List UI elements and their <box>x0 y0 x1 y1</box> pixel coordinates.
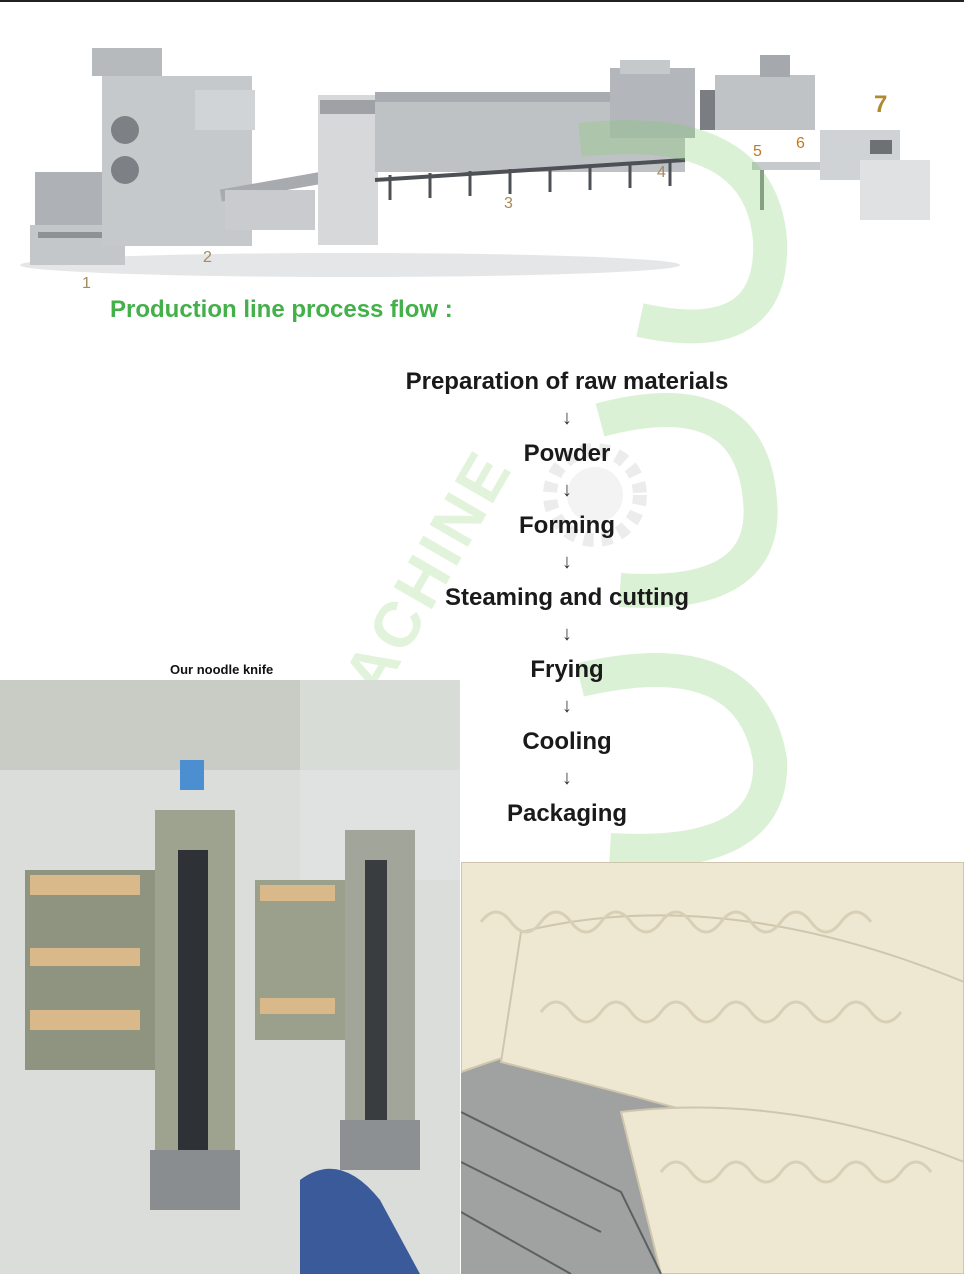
packaging-machine <box>752 130 930 220</box>
top-border <box>0 0 964 2</box>
noodle-knife-photo <box>0 680 460 1274</box>
station-number-4: 4 <box>657 164 666 181</box>
flow-arrow-icon: ↓ <box>562 407 572 429</box>
flow-arrow-icon: ↓ <box>562 623 572 645</box>
flow-step-cooling: Cooling <box>522 728 612 755</box>
station-number-5: 5 <box>753 143 762 160</box>
knife-photo-caption: Our noodle knife <box>170 662 274 677</box>
flow-step-forming: Forming <box>519 512 615 539</box>
noodle-blocks-photo <box>461 862 964 1274</box>
station-number-6: 6 <box>796 135 805 152</box>
process-flow: Preparation of raw materials ↓ Powder ↓ … <box>386 364 748 832</box>
fryer-machine <box>610 60 695 138</box>
flow-arrow-icon: ↓ <box>562 479 572 501</box>
production-line-illustration: 1 2 3 4 5 6 7 <box>20 48 930 292</box>
flow-step-steaming-cutting: Steaming and cutting <box>444 584 689 611</box>
station-number-1: 1 <box>82 275 91 292</box>
flow-step-packaging: Packaging <box>506 800 628 827</box>
mixer-machine <box>30 172 125 265</box>
flow-arrow-icon: ↓ <box>562 551 572 573</box>
station-number-3: 3 <box>504 195 513 212</box>
section-title: Production line process flow : <box>110 296 453 323</box>
watermark-logo <box>576 120 788 868</box>
station-number-2: 2 <box>203 249 212 266</box>
flow-step-raw-materials: Preparation of raw materials <box>405 368 729 395</box>
flow-arrow-icon: ↓ <box>562 695 572 717</box>
cooling-machine <box>700 55 815 130</box>
watermark-gear-icon <box>543 443 647 547</box>
flow-step-powder: Powder <box>523 440 611 467</box>
flow-step-frying: Frying <box>530 656 604 683</box>
flow-arrow-icon: ↓ <box>562 767 572 789</box>
station-number-7: 7 <box>874 91 887 118</box>
